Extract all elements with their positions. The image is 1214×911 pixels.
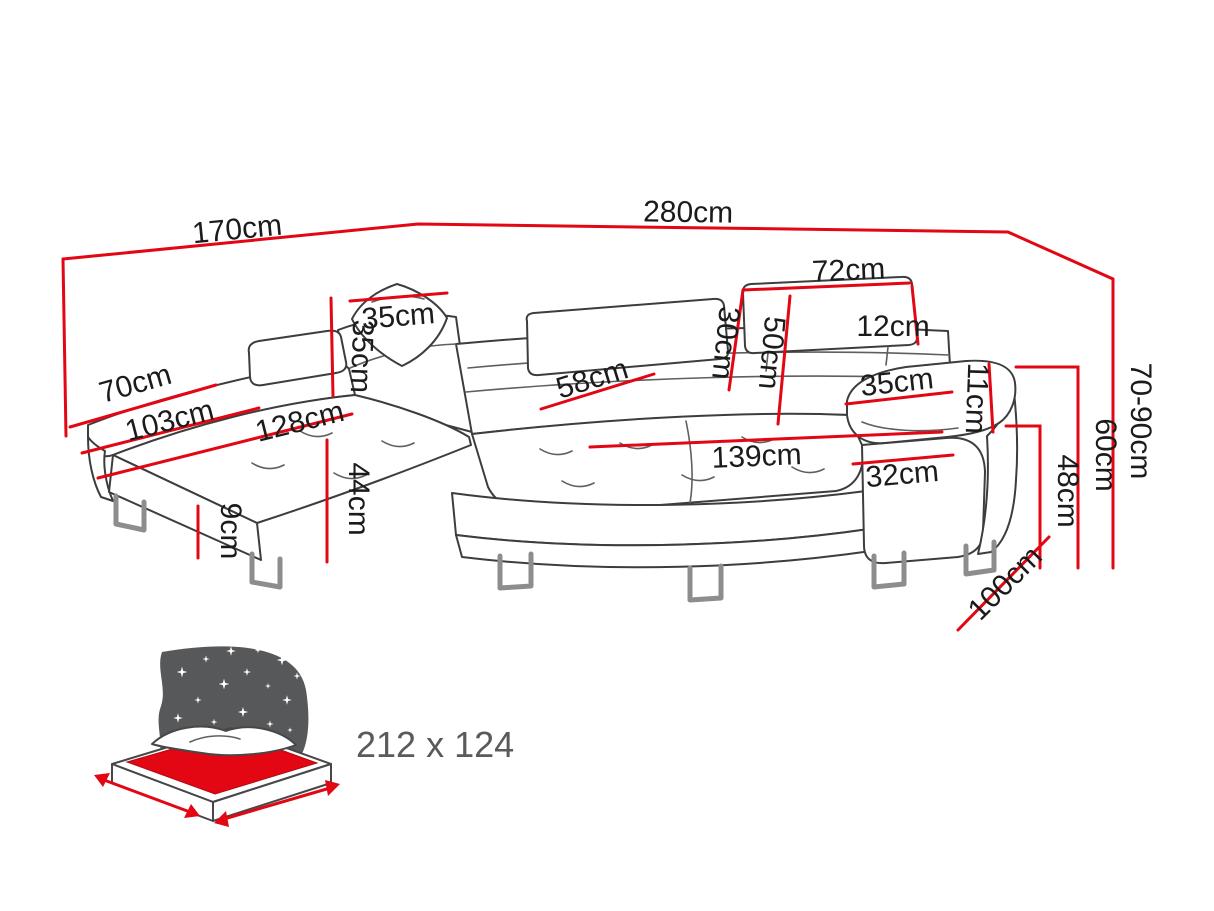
bed-width-arrow	[94, 773, 200, 818]
label-total-height: 70-90cm	[1124, 363, 1157, 480]
dimension-line-100	[956, 535, 1051, 632]
sofa-leg	[963, 539, 997, 577]
dimension-line-103	[80, 406, 261, 455]
dimension-line-139	[588, 430, 944, 449]
label-backrest-height: 50cm	[752, 315, 791, 391]
sofa-leg	[249, 551, 283, 590]
chaise-armrest-pad	[247, 329, 348, 387]
sofa-leg	[497, 551, 534, 591]
dimension-line-72	[741, 281, 912, 292]
headrest-flap-middle	[525, 297, 730, 377]
seat-center-seam	[685, 420, 693, 504]
headrest-posts	[765, 346, 889, 372]
armrest-top-roll	[846, 359, 1017, 445]
sofa-leg	[113, 493, 147, 533]
label-depth: 100cm	[962, 540, 1049, 627]
label-back-right-width: 280cm	[643, 195, 733, 229]
label-armrest-front-height: 48cm	[1051, 454, 1084, 527]
dimension-line-box	[61, 222, 1115, 570]
dimension-line-35-pillow-v	[329, 296, 335, 398]
armrest-roll-seam	[861, 421, 959, 432]
armrest-front-face	[861, 436, 986, 565]
sofa-leg	[871, 550, 907, 590]
dimension-line-35-arm	[844, 390, 954, 406]
chaise-tufts	[251, 430, 415, 480]
dimension-line-35-pillow	[348, 291, 449, 303]
label-pillow-width: 35cm	[360, 297, 436, 336]
chaise-seat	[112, 394, 472, 524]
dimension-line-48	[1004, 424, 1042, 570]
label-armrest-width: 35cm	[859, 362, 936, 403]
dimension-line-70	[68, 383, 218, 429]
label-back-left-width: 170cm	[191, 209, 284, 251]
label-armrest-side-height: 11cm	[959, 362, 994, 434]
chaise-front-face	[108, 454, 262, 561]
sofa-leg	[687, 563, 724, 603]
label-headrest-thickness: 12cm	[856, 310, 929, 343]
dimension-line-128	[96, 412, 354, 480]
corner-pillow	[351, 283, 448, 367]
label-headrest-height: 30cm	[705, 305, 745, 381]
label-headrest-width: 72cm	[811, 252, 886, 288]
dimension-line-50	[776, 294, 792, 426]
dimension-line-left-vertical	[61, 257, 68, 438]
dimension-line-32	[851, 453, 955, 466]
duvet-crease	[189, 735, 241, 743]
label-armrest-inner-depth: 32cm	[864, 455, 940, 494]
label-armrest-top-height: 60cm	[1089, 418, 1122, 491]
label-leg-height: 9cm	[214, 503, 247, 560]
sleeping-area-label: 212 x 124	[356, 724, 514, 765]
seat-tufts	[539, 436, 825, 488]
label-pillow-height: 35cm	[344, 319, 380, 393]
dimension-line-11	[987, 362, 995, 434]
dimension-line-30	[727, 288, 745, 392]
bed-duvet	[151, 725, 297, 757]
dimension-lines	[61, 222, 1115, 632]
dimension-line-60	[1014, 365, 1080, 570]
dimension-line-12	[910, 284, 920, 346]
label-seat-width: 139cm	[711, 438, 802, 475]
dimension-line-58	[539, 372, 656, 411]
bed-icon: 212 x 124	[94, 646, 514, 827]
label-seat-height: 44cm	[342, 462, 375, 535]
bed-length-arrow	[214, 780, 340, 827]
